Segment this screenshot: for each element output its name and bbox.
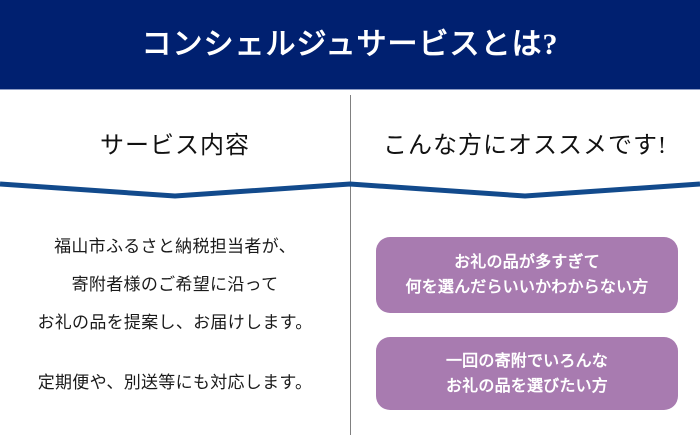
column-divider — [350, 95, 351, 435]
chevron-divider-icon — [0, 175, 700, 207]
pill-line: 何を選んだらいいかわからない方 — [405, 279, 649, 296]
right-column-heading: こんな方にオススメです! — [350, 128, 700, 164]
pill-line: お礼の品が多すぎて — [454, 254, 600, 271]
recommendation-pill: 一回の寄附でいろんな お礼の品を選びたい方 — [376, 337, 678, 410]
left-column-heading: サービス内容 — [0, 128, 350, 164]
right-heading-text: こんな方にオススメです! — [383, 133, 667, 159]
description-line-gap — [0, 342, 350, 364]
pill-line: 一回の寄附でいろんな — [445, 352, 608, 370]
page-title: コンシェルジュサービスとは? — [141, 27, 559, 61]
banner-bottom-edge — [0, 89, 700, 90]
header-banner: コンシェルジュサービスとは? — [0, 0, 700, 89]
service-description: 福山市ふるさと納税担当者が、 寄附者様のご希望に沿って お礼の品を提案し、お届け… — [0, 228, 350, 402]
description-line: 寄附者様のご希望に沿って — [71, 275, 279, 294]
description-line: 定期便や、別送等にも対応します。 — [37, 373, 313, 392]
recommendation-pill: お礼の品が多すぎて 何を選んだらいいかわからない方 — [376, 237, 678, 313]
description-line: 福山市ふるさと納税担当者が、 — [54, 237, 296, 256]
pill-line: お礼の品を選びたい方 — [445, 377, 608, 395]
left-heading-text: サービス内容 — [100, 133, 250, 159]
description-line: お礼の品を提案し、お届けします。 — [37, 313, 313, 332]
